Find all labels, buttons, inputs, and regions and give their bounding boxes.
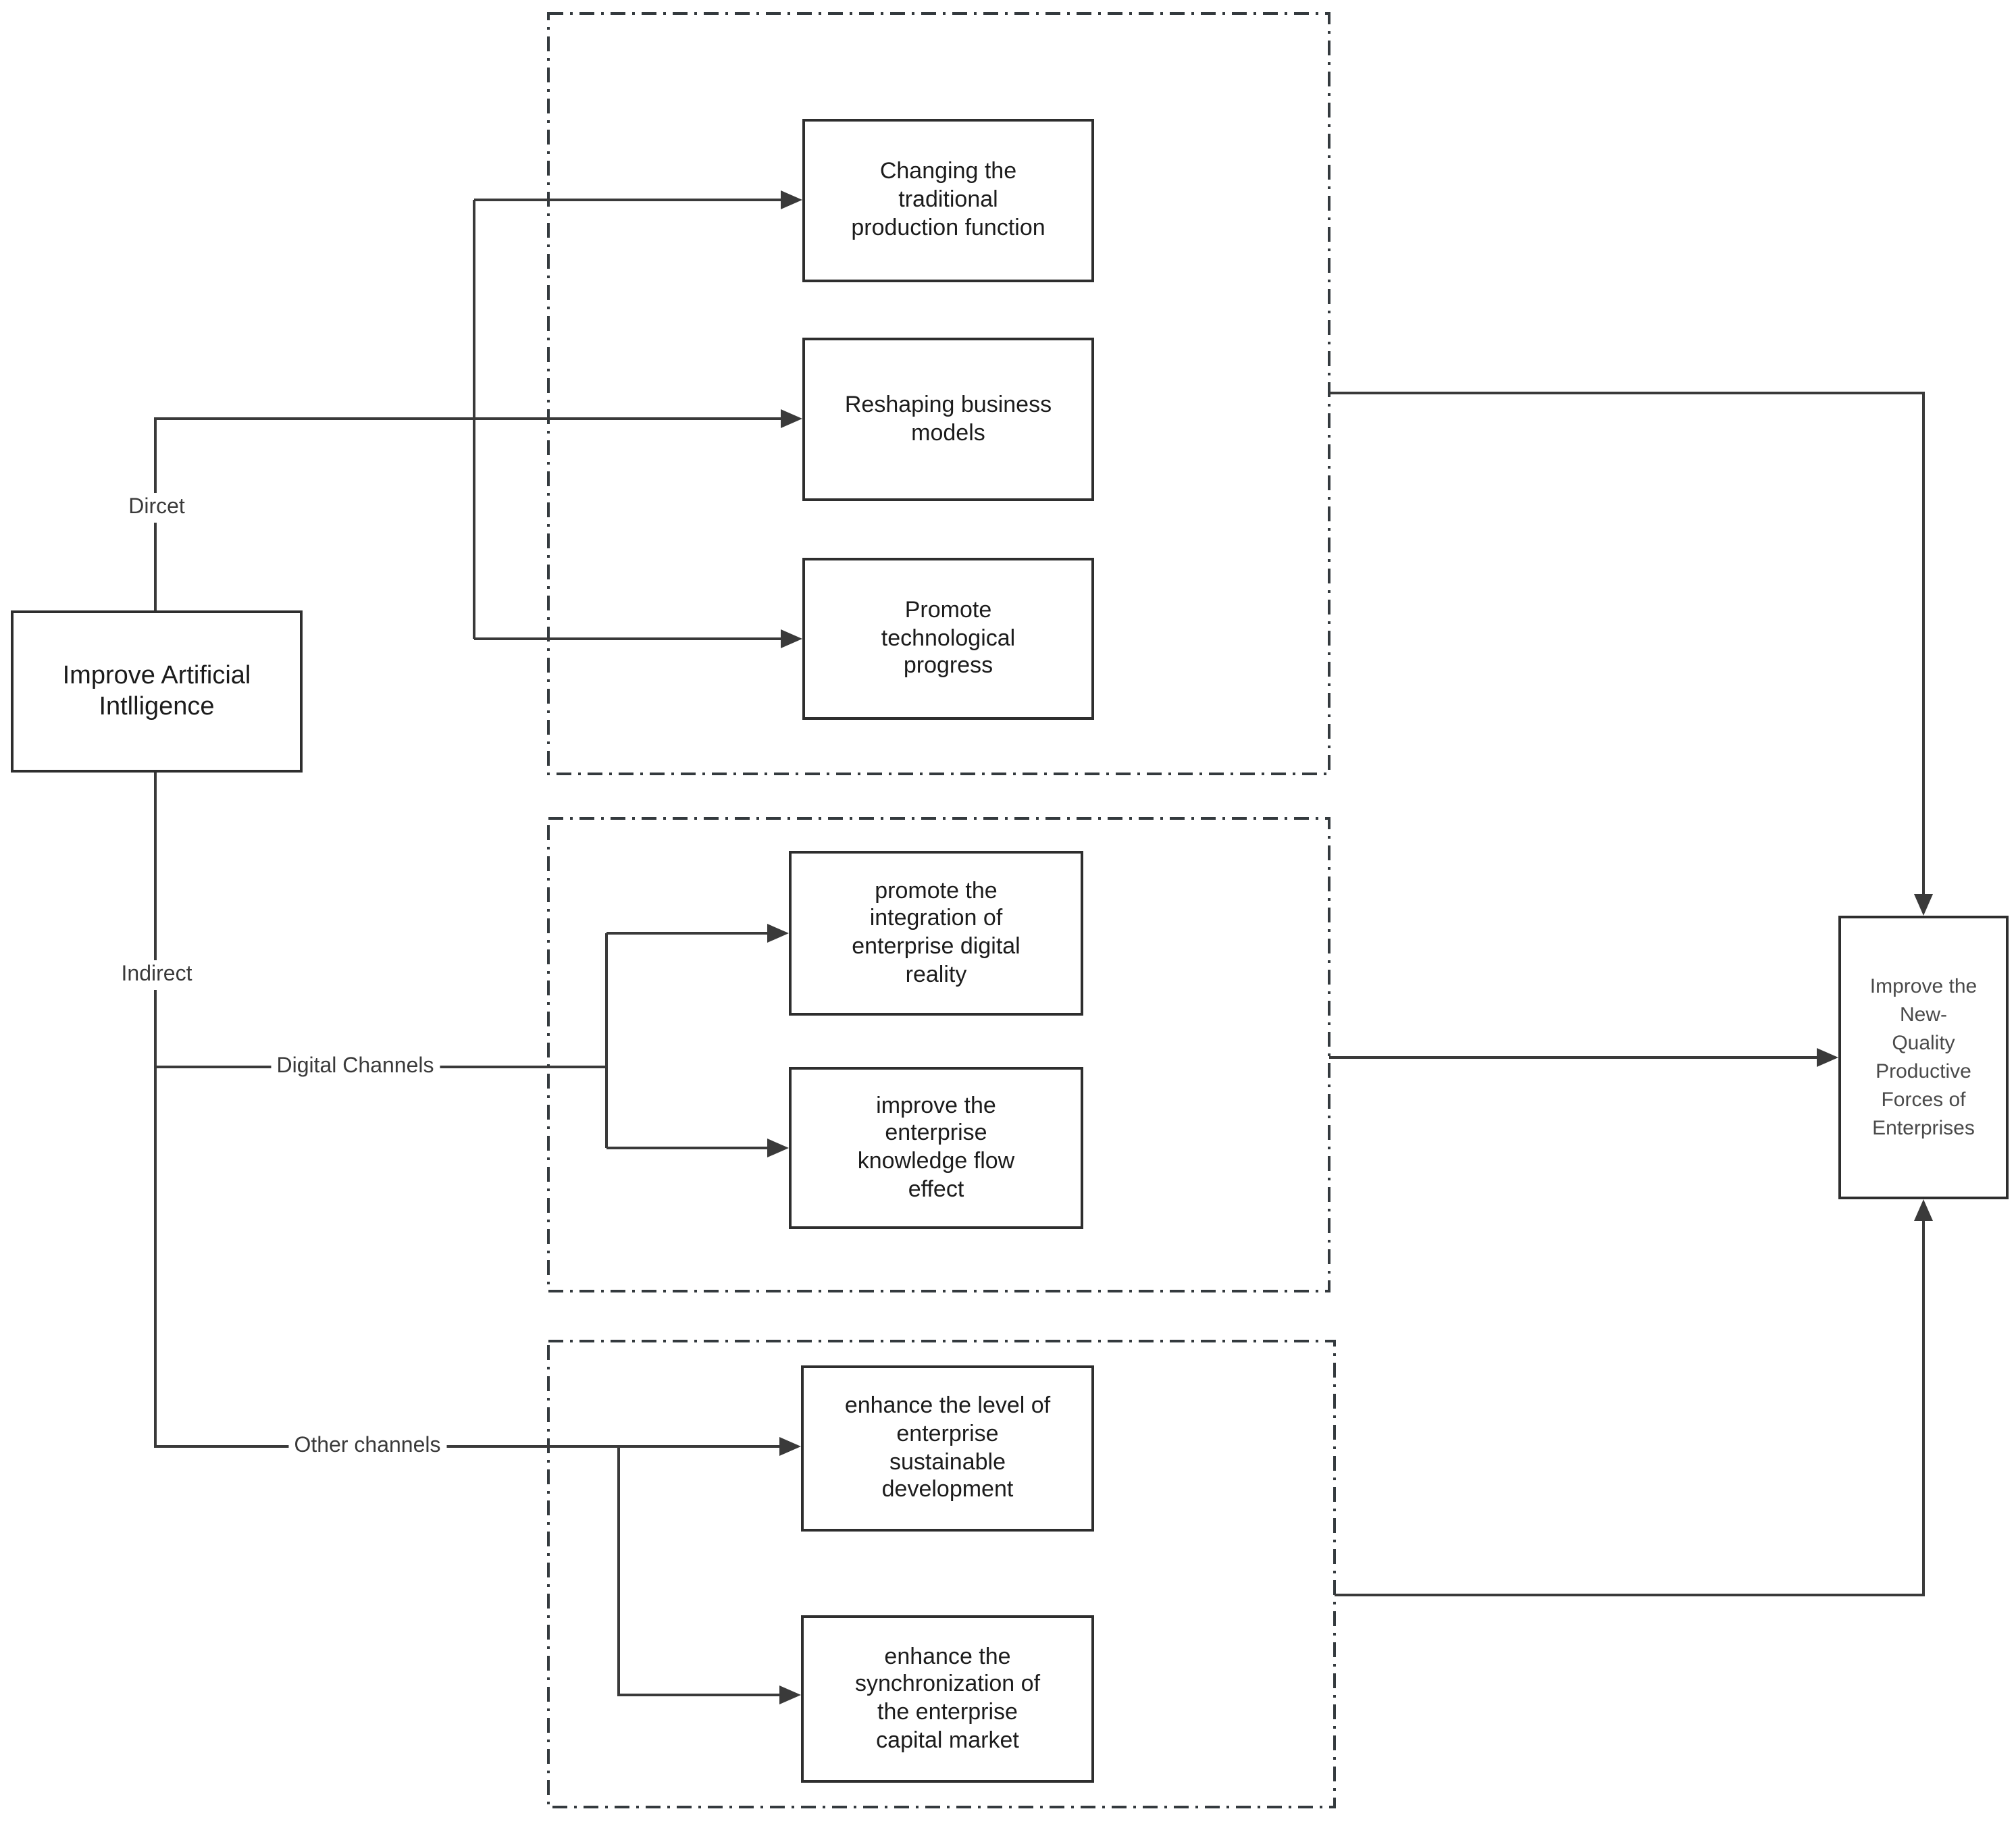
edge-label-digital-channels: Digital Channels <box>271 1052 440 1082</box>
node-changing-production-function: Changing the traditional production func… <box>802 119 1094 282</box>
edge-label-direct: Dircet <box>123 493 190 523</box>
arrowhead-knowledge-flow <box>767 1139 789 1157</box>
other-group-border <box>547 1340 1336 1808</box>
node-sustainable-development: enhance the level of enterprise sustaina… <box>801 1365 1094 1532</box>
arrowhead-target-bottom <box>1914 1199 1933 1221</box>
node-knowledge-flow-effect: improve the enterprise knowledge flow ef… <box>789 1067 1083 1229</box>
node-reshaping-business-models: Reshaping business models <box>802 338 1094 501</box>
arrowhead-digital-reality <box>767 924 789 943</box>
arrowhead-technological-progress <box>781 629 802 648</box>
indirect-trunk-line <box>154 773 779 1448</box>
node-integration-digital-reality: promote the integration of enterprise di… <box>789 851 1083 1016</box>
arrowhead-production-function <box>781 190 802 209</box>
node-improve-ai: Improve Artificial Intlligence <box>11 610 303 773</box>
direct-trunk-line <box>154 417 474 610</box>
arrowhead-target-top <box>1914 894 1933 916</box>
arrowhead-capital-market <box>779 1685 801 1704</box>
arrowhead-sustainable-development <box>779 1437 801 1456</box>
node-promote-technological-progress: Promote technological progress <box>802 558 1094 720</box>
edge-label-indirect: Indirect <box>115 960 198 990</box>
arrowhead-target-left <box>1817 1048 1838 1067</box>
edge-label-other-channels: Other channels <box>288 1432 446 1461</box>
digital-group-border <box>547 817 1330 1292</box>
node-new-quality-productive-forces: Improve the New- Quality Productive Forc… <box>1838 916 2009 1199</box>
node-capital-market-sync: enhance the synchronization of the enter… <box>801 1615 1094 1783</box>
other-output-line <box>1335 1221 1925 1596</box>
direct-output-line <box>1329 392 1925 894</box>
edge-to-capital-market <box>617 1446 779 1696</box>
arrowhead-business-models <box>781 409 802 428</box>
